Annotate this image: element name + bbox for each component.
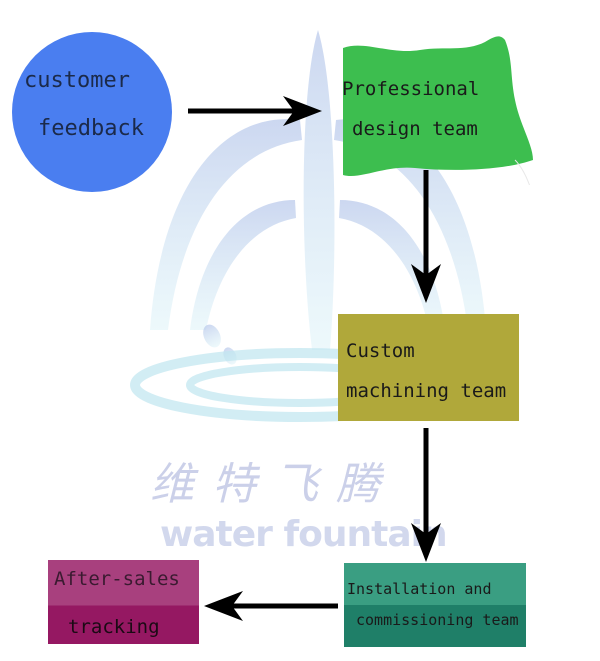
watermark-english-text: water fountain bbox=[160, 514, 448, 555]
aftersales-label-line1: After-sales bbox=[54, 568, 180, 590]
arrow-installation-to-aftersales bbox=[204, 591, 338, 621]
installation-team-label-line2: commissioning team bbox=[356, 611, 519, 629]
installation-team-node bbox=[344, 563, 526, 647]
watermark-chinese-text: 维特飞腾 bbox=[150, 459, 398, 510]
arrow-machining-to-installation bbox=[411, 428, 441, 562]
customer-feedback-label-line2: feedback bbox=[38, 116, 144, 141]
design-team-node bbox=[343, 36, 533, 185]
machining-team-label-line1: Custom bbox=[346, 340, 415, 362]
installation-team-label-line1: Installation and bbox=[347, 580, 492, 598]
customer-feedback-label-line1: customer bbox=[24, 68, 130, 93]
design-team-label-line2: design team bbox=[352, 118, 478, 140]
machining-team-label-line2: machining team bbox=[346, 380, 507, 402]
customer-feedback-node bbox=[12, 32, 172, 192]
design-team-label-line1: Professional bbox=[342, 78, 480, 100]
arrow-design-to-machining bbox=[411, 170, 441, 303]
aftersales-label-line2: tracking bbox=[68, 616, 160, 638]
aftersales-tracking-node bbox=[48, 560, 199, 644]
arrow-customer-to-design bbox=[188, 96, 322, 126]
machining-team-node bbox=[338, 314, 519, 421]
